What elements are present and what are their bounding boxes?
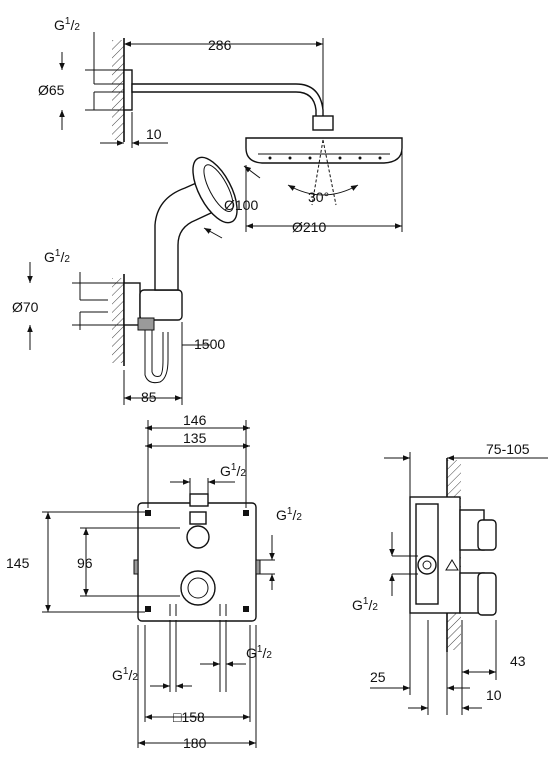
thermostat-handle (477, 572, 497, 616)
dim-depth-25: 25 (370, 669, 386, 685)
thread-label-side-inlet: G1/2 (352, 596, 378, 613)
thread-label-top-outlet: G1/2 (220, 462, 246, 479)
thermostat-cartridge (180, 570, 216, 606)
dim-tilt-angle: 30° (308, 189, 329, 205)
dim-holder-depth: 85 (141, 389, 157, 405)
shower-arm (131, 83, 324, 125)
top-outlet (189, 493, 209, 507)
head-shower-view (59, 32, 403, 232)
dim-depth-43: 43 (510, 653, 526, 669)
dim-height-inner: 96 (77, 555, 93, 571)
dim-width-inner: 135 (183, 430, 207, 446)
thread-label-cold-inlet: G1/2 (112, 666, 138, 683)
dim-width-outer: 146 (183, 412, 207, 428)
dim-frame-square: □158 (173, 709, 205, 725)
thread-label-right-outlet: G1/2 (276, 506, 302, 523)
dim-frame-width: 180 (183, 735, 207, 751)
wall-hatch (112, 278, 124, 363)
thread-label-hot-inlet: G1/2 (246, 644, 272, 661)
wall-flange (123, 69, 133, 111)
dim-depth-10: 10 (486, 687, 502, 703)
dim-flange-depth: 10 (146, 126, 162, 142)
dim-head-dia: Ø210 (292, 219, 326, 235)
dim-elbow-dia: Ø70 (12, 299, 39, 315)
thread-label-elbow: G1/2 (44, 248, 70, 265)
thread-label-arm: G1/2 (54, 16, 80, 33)
thermostat-side-view (370, 452, 548, 715)
dim-height-outer: 145 (6, 555, 30, 571)
hand-shower-view (27, 156, 261, 405)
dim-arm-length: 286 (208, 37, 232, 53)
diverter-valve (186, 525, 210, 549)
diverter-handle (477, 519, 497, 551)
hose-nut (137, 317, 155, 331)
hand-shower-holder (139, 289, 183, 321)
dim-hose-length: 1500 (194, 336, 225, 352)
dim-depth-range: 75-105 (486, 441, 530, 457)
dim-flange-dia: Ø65 (38, 82, 65, 98)
shower-hose (144, 330, 169, 384)
side-inlet (417, 555, 437, 575)
dim-handshower-dia: Ø100 (224, 197, 258, 213)
wall-hatch (112, 40, 124, 140)
thermostat-front-view (42, 420, 275, 748)
